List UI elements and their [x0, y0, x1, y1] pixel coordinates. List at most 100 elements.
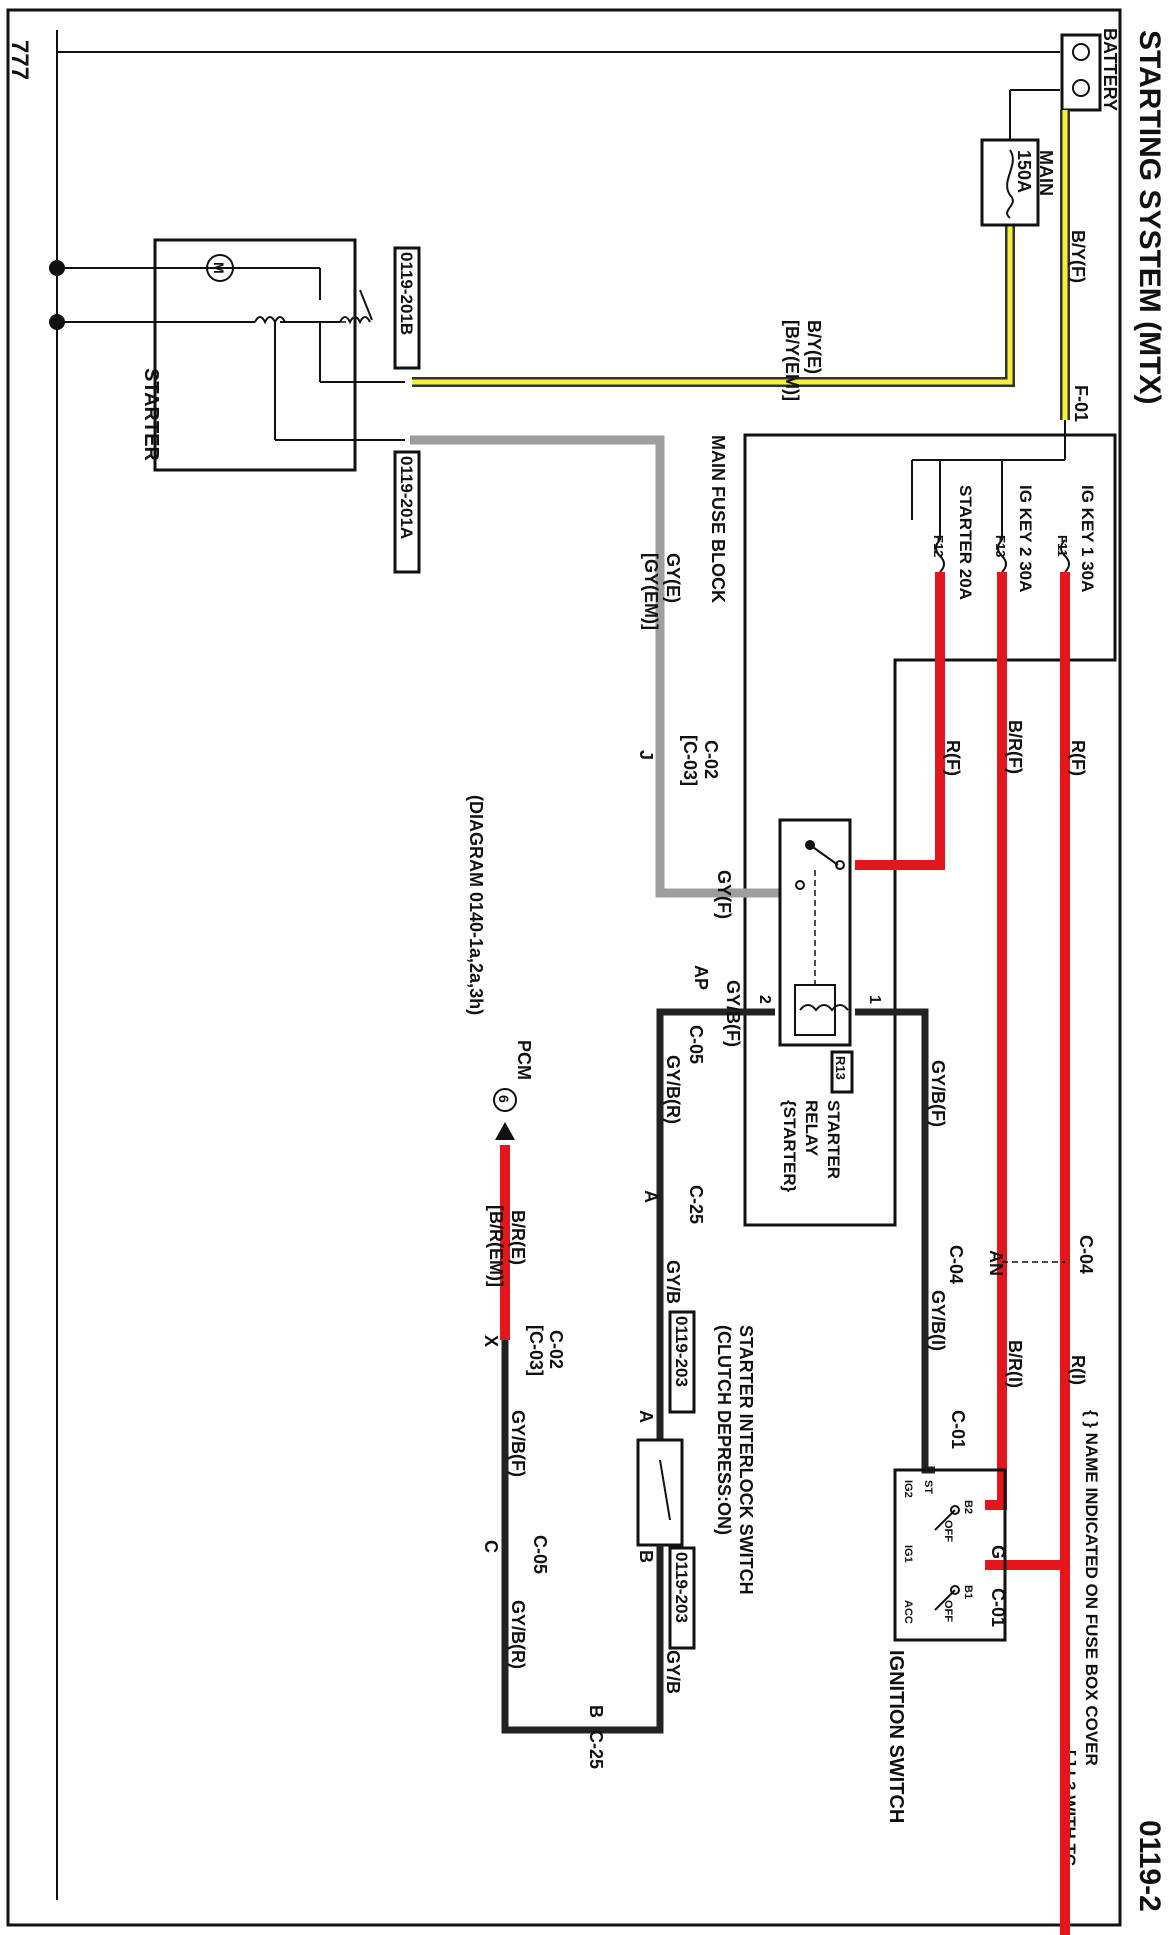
- label-br-e: B/R(E): [508, 1210, 528, 1265]
- label-c04-left: C-04: [946, 1245, 966, 1284]
- label-a-c25: A: [641, 1190, 661, 1203]
- main-fuse-name: MAIN: [1036, 150, 1056, 196]
- battery-label: BATTERY: [1100, 28, 1120, 111]
- ign-term-ig1: IG1: [902, 1545, 914, 1563]
- starter-ref-b-box: [393, 246, 421, 370]
- battery-negative-terminal: [1072, 43, 1090, 61]
- ign-term-st: ST: [922, 1480, 934, 1494]
- wire-r-f-starter: [855, 572, 945, 870]
- wire-gy: [410, 435, 780, 898]
- label-b-c25: B: [586, 1705, 606, 1718]
- pcm-pin-circle: [493, 1088, 517, 1112]
- relay-contact-3: [835, 860, 845, 870]
- fuse-ig-key2-symbol: [997, 539, 1007, 573]
- relay-tag-box: [830, 1050, 854, 1094]
- label-c01-b: C-01: [948, 1410, 968, 1449]
- starter-coil-2: [339, 316, 371, 325]
- relay-coil: [799, 1004, 849, 1012]
- label-a-sw: A: [636, 1410, 656, 1423]
- fuse-ig-key2-name: IG KEY 2 30A: [1016, 485, 1035, 592]
- starter-ref-a: 0119-201A: [397, 456, 416, 539]
- starter-box: [153, 238, 357, 472]
- ignition-switch-box: [893, 1468, 1007, 1642]
- label-x: X: [481, 1335, 501, 1347]
- relay-pin-1: 1: [866, 995, 883, 1004]
- label-gyb-r-1: GY/B(R): [663, 1055, 683, 1124]
- label-c05-bottom: C-05: [530, 1535, 550, 1574]
- page-id: 0119-2: [1133, 1820, 1166, 1912]
- label-br-em: [B/R(EM)]: [486, 1205, 506, 1287]
- label-r-f-2: R(F): [943, 740, 963, 776]
- pcm-pin: 6: [496, 1095, 512, 1103]
- label-c02-bottom: C-02: [546, 1330, 566, 1369]
- label-br-f: B/R(F): [1005, 720, 1025, 774]
- relay-switch-blade: [809, 844, 839, 866]
- relay-pin-2: 2: [756, 995, 773, 1004]
- ignition-switch-label: IGNITION SWITCH: [885, 1650, 907, 1823]
- interlock-line2: (CLUTCH DEPRESS:ON): [714, 1325, 734, 1535]
- label-c02-top: C-02: [701, 740, 721, 779]
- label-by-e: B/Y(E): [804, 320, 824, 374]
- fuse-ig-key1-symbol: [1060, 539, 1070, 573]
- main-fuse-rating: 150A: [1014, 150, 1034, 193]
- label-c03-bottom: [C-03]: [526, 1325, 546, 1376]
- wire-r-f-ig1-run: [985, 572, 1070, 1570]
- label-c01-g: C-01: [988, 1588, 1008, 1627]
- label-by-f: B/Y(F): [1068, 230, 1088, 283]
- label-by-em: [B/Y(EM)]: [782, 320, 802, 401]
- interlock-line1: STARTER INTERLOCK SWITCH: [736, 1325, 756, 1595]
- relay-coil-box: [794, 984, 836, 1036]
- label-b-sw: B: [636, 1550, 656, 1563]
- label-gyb-f-1: GY/B(F): [928, 1060, 948, 1127]
- relay-contact-2: [795, 880, 805, 890]
- relay-line3: {STARTER}: [780, 1100, 799, 1193]
- diagram-title: STARTING SYSTEM (MTX): [1133, 30, 1166, 404]
- ign-term-acc: ACC: [902, 1600, 914, 1624]
- relay-line1: STARTER: [824, 1100, 843, 1179]
- ground-label: 777: [6, 40, 33, 80]
- label-c25-top: C-25: [686, 1185, 706, 1224]
- ign-terminal-2: [950, 1585, 960, 1595]
- ign-blade-1: [934, 1509, 956, 1531]
- label-br-i: B/R(I): [1005, 1340, 1025, 1388]
- battery-box: [1060, 33, 1102, 112]
- ign-term-off-2: OFF: [942, 1600, 954, 1622]
- main-fuse-symbol: [1006, 149, 1014, 219]
- label-c03-top: [C-03]: [680, 735, 700, 786]
- wire-by-e-inner: [412, 225, 1013, 385]
- ign-terminal-1: [950, 1505, 960, 1515]
- switch-ref-b: 0119-203: [672, 1552, 691, 1623]
- label-gyb-r-2: GY/B(R): [508, 1600, 528, 1669]
- wire-gyb-relay-to-switch: [656, 1008, 775, 1440]
- label-gy-em: [GY(EM)]: [641, 553, 661, 630]
- legend-curly: { } NAME INDICATED ON FUSE BOX COVER: [1082, 1410, 1101, 1766]
- label-gyb-i: GY/B(I): [928, 1290, 948, 1351]
- starter-relay-box: [778, 818, 852, 1047]
- label-gy-e: GY(E): [663, 553, 683, 603]
- wire-br-f-ig2: [985, 572, 1007, 1510]
- label-j: J: [636, 750, 656, 760]
- label-gyb-f-2: GY/B(F): [723, 980, 743, 1047]
- relay-line2: RELAY: [802, 1100, 821, 1157]
- fuse-ig-key2-tag: F13: [993, 535, 1008, 557]
- label-f01: F-01: [1071, 385, 1091, 422]
- ign-term-b1: B1: [962, 1585, 974, 1599]
- label-c05-top: C-05: [686, 1025, 706, 1064]
- relay-tag: R13: [833, 1056, 848, 1080]
- main-fuse-block-label: MAIN FUSE BLOCK: [708, 435, 728, 603]
- ign-blade-2: [934, 1589, 956, 1611]
- pcm-label: PCM: [514, 1040, 534, 1080]
- wire-by-e-outer: [412, 225, 1015, 387]
- label-gyb-2: GY/B: [663, 1650, 683, 1694]
- main-fuse-block-outline: [743, 433, 1117, 1227]
- switch-ref-a-box: [668, 1310, 696, 1414]
- label-c04-right: C-04: [1076, 1235, 1096, 1274]
- label-ap: AP: [691, 965, 711, 990]
- page-frame: [6, 8, 1122, 1927]
- label-g: G: [988, 1545, 1008, 1559]
- starter-coil-1: [254, 316, 286, 325]
- switch-ref-b-box: [668, 1546, 696, 1650]
- interlock-switch-blade: [659, 1459, 671, 1521]
- fuse-ig-key1-name: IG KEY 1 30A: [1078, 485, 1097, 592]
